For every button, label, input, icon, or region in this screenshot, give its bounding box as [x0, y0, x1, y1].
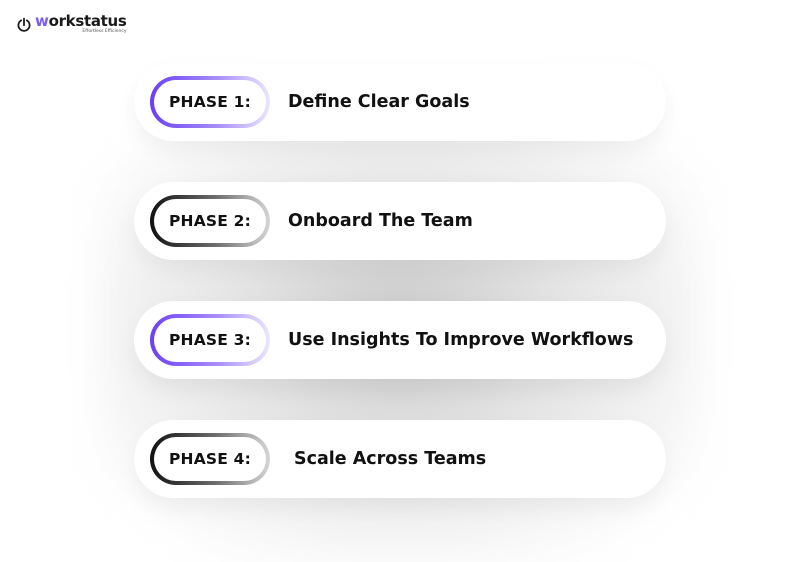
- phase-pill-3: PHASE 3:: [150, 314, 270, 366]
- phase-card-3: PHASE 3: Use Insights To Improve Workflo…: [134, 301, 666, 379]
- phase-label-1: PHASE 1:: [168, 93, 252, 111]
- phase-title-2: Onboard The Team: [288, 211, 473, 231]
- phase-pill-1: PHASE 1:: [150, 76, 270, 128]
- phase-title-1: Define Clear Goals: [288, 92, 470, 112]
- phase-card-2: PHASE 2: Onboard The Team: [134, 182, 666, 260]
- phase-label-2: PHASE 2:: [168, 212, 252, 230]
- phase-title-3: Use Insights To Improve Workflows: [288, 330, 634, 350]
- logo-wordmark-prefix: w: [35, 12, 49, 30]
- power-clock-icon: [17, 17, 31, 32]
- phase-card-4: PHASE 4: Scale Across Teams: [134, 420, 666, 498]
- phase-pill-4: PHASE 4:: [150, 433, 270, 485]
- workstatus-logo: workstatus Effortless Efficiency: [16, 14, 127, 35]
- phase-card-1: PHASE 1: Define Clear Goals: [134, 63, 666, 141]
- phase-label-3: PHASE 3:: [168, 331, 252, 349]
- logo-tagline: Effortless Efficiency: [82, 29, 127, 34]
- logo-wordmark: workstatus: [35, 14, 127, 29]
- phase-title-4: Scale Across Teams: [294, 449, 487, 469]
- phase-pill-2: PHASE 2:: [150, 195, 270, 247]
- phase-label-4: PHASE 4:: [168, 450, 252, 468]
- logo-wordmark-rest: orkstatus: [48, 12, 127, 30]
